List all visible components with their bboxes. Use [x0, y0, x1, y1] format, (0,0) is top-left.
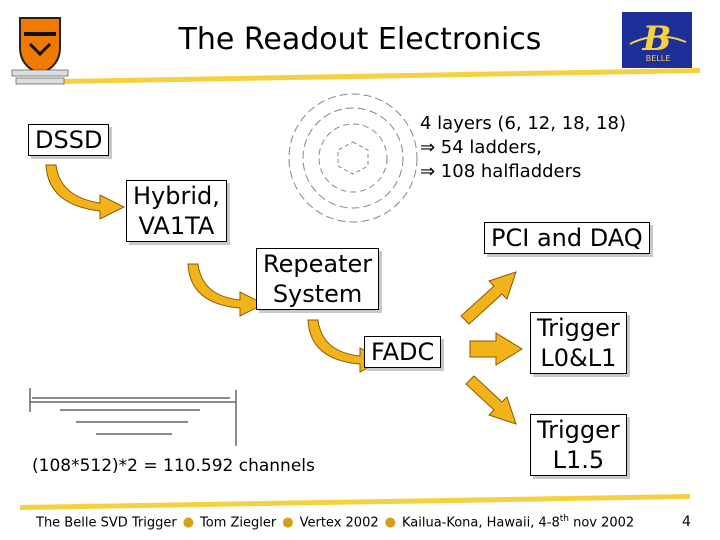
- footer-separator-dot: ●: [182, 515, 195, 531]
- trigger-l15-line2: L1.5: [552, 446, 605, 474]
- footer-separator-dot: ●: [282, 515, 294, 531]
- pci-daq-box: PCI and DAQ: [484, 222, 650, 254]
- dssd-label: DSSD: [35, 126, 103, 154]
- page-number: 4: [682, 514, 691, 530]
- layers-line1: 4 layers (6, 12, 18, 18): [420, 113, 626, 134]
- footer-gold-bar: [20, 494, 690, 510]
- trigger-l0l1-box: Trigger L0&L1: [530, 312, 627, 374]
- layers-info: 4 layers (6, 12, 18, 18) ⇒ 54 ladders, ⇒…: [420, 112, 626, 184]
- dssd-box: DSSD: [28, 124, 110, 156]
- trigger-l0l1-line1: Trigger: [537, 314, 620, 342]
- footer-conference: Vertex 2002: [299, 515, 379, 531]
- footer-separator-dot: ●: [384, 515, 396, 531]
- hybrid-label-line1: Hybrid,: [133, 182, 220, 210]
- footer-author: Tom Ziegler: [200, 515, 277, 531]
- hybrid-box: Hybrid, VA1TA: [126, 180, 227, 242]
- svg-text:B: B: [642, 19, 672, 59]
- channels-count: (108*512)*2 = 110.592 channels: [32, 456, 315, 476]
- arrow-fadc-to-pci: [460, 271, 517, 325]
- belle-logo-text: BELLE: [645, 54, 671, 63]
- ladder-sketch: [29, 388, 237, 446]
- trigger-l15-line1: Trigger: [537, 416, 620, 444]
- repeater-box: Repeater System: [256, 248, 380, 310]
- arrow-dssd-to-hybrid: [45, 164, 126, 220]
- hybrid-label-line2: VA1TA: [138, 212, 215, 240]
- trigger-l0l1-line2: L0&L1: [540, 344, 617, 372]
- layers-line3: ⇒ 108 halfladders: [420, 161, 582, 182]
- footer-location: Kailua-Kona, Hawaii, 4-8: [401, 515, 560, 531]
- arrow-fadc-to-trigger2: [465, 375, 517, 425]
- slide-title: The Readout Electronics: [178, 22, 542, 57]
- title-gold-bar: [60, 68, 700, 84]
- pci-daq-label: PCI and DAQ: [491, 224, 643, 252]
- fadc-label: FADC: [371, 338, 435, 366]
- layers-line2: ⇒ 54 ladders,: [420, 137, 542, 158]
- footer: The Belle SVD Trigger ● Tom Ziegler ● Vertex…: [36, 514, 634, 530]
- footer-date: nov 2002: [568, 515, 635, 531]
- footer-talk-title: The Belle SVD Trigger: [36, 515, 177, 531]
- arrow-fadc-to-trigger1: [469, 332, 523, 366]
- arrow-hybrid-to-repeater: [187, 263, 266, 317]
- belle-logo: B: [622, 12, 692, 68]
- repeater-label-line1: Repeater: [263, 250, 373, 278]
- footer-date-superscript: th: [559, 514, 569, 524]
- fadc-box: FADC: [364, 336, 442, 368]
- repeater-label-line2: System: [272, 280, 363, 308]
- detector-cross-section: [288, 93, 418, 223]
- trigger-l15-box: Trigger L1.5: [530, 414, 627, 476]
- princeton-shield-logo: [11, 17, 69, 85]
